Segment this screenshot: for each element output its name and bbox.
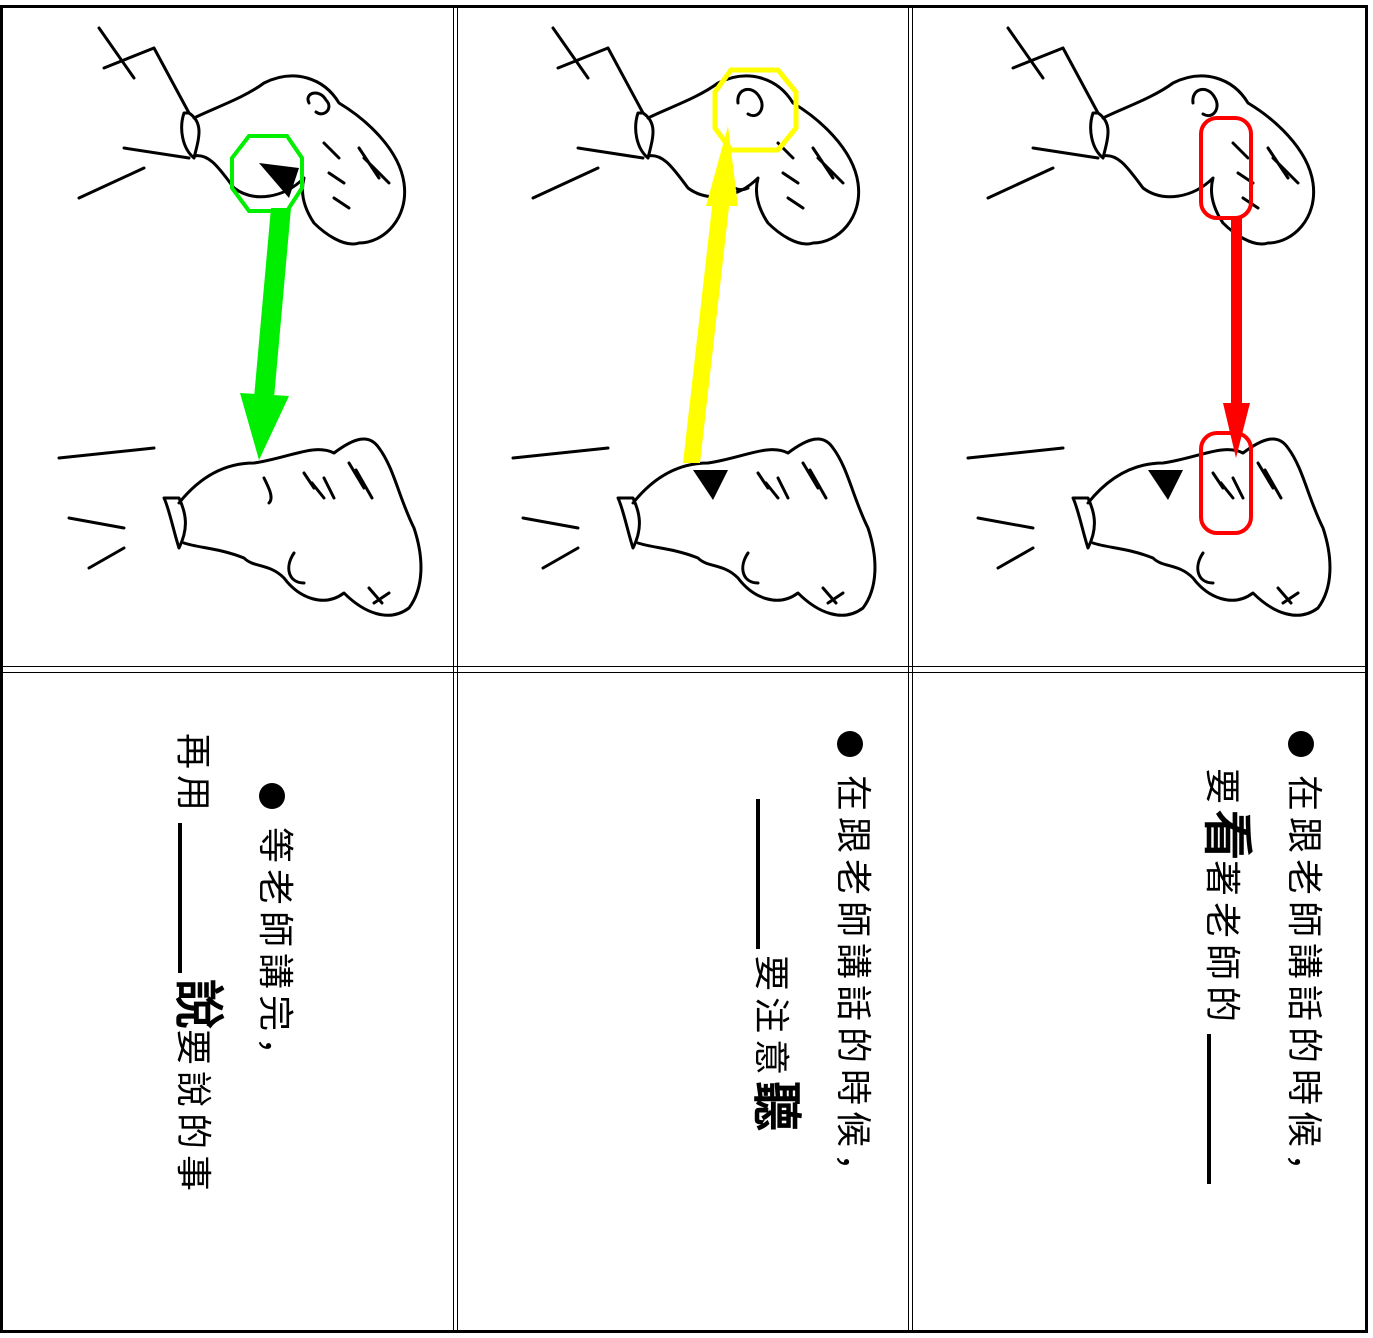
listen-line-1: 在跟老師講話的時候， bbox=[830, 731, 874, 1195]
text-panel-speak: 等老師講完， 再用說要說的事 bbox=[4, 673, 454, 1330]
row-divider bbox=[0, 666, 1368, 673]
look-illustration bbox=[966, 26, 1332, 617]
look-line-2: 要看著老師的 bbox=[1198, 768, 1257, 1190]
speak-illustration bbox=[57, 26, 423, 617]
listen-line-2: 要注意聽 bbox=[747, 793, 806, 1131]
column-divider-right bbox=[908, 5, 913, 1333]
speak-line-1: 等老師講完， bbox=[252, 783, 296, 1079]
student-figure bbox=[966, 437, 1332, 617]
emphasis-word: 說 bbox=[169, 979, 228, 1030]
listen-illustration bbox=[511, 26, 877, 617]
arrow-down bbox=[1223, 218, 1250, 458]
emphasis-word: 聽 bbox=[747, 1081, 806, 1132]
answer-blank bbox=[1207, 1034, 1231, 1185]
answer-blank bbox=[756, 799, 780, 949]
picture-panel-look bbox=[913, 8, 1365, 666]
student-figure bbox=[511, 437, 877, 617]
speak-line-2: 再用說要說的事 bbox=[169, 733, 228, 1198]
answer-blank bbox=[178, 823, 202, 974]
look-line-1: 在跟老師講話的時候， bbox=[1281, 731, 1325, 1195]
teacher-figure bbox=[531, 26, 861, 246]
bullet-icon bbox=[837, 731, 863, 757]
column-divider-left bbox=[453, 5, 458, 1333]
arrow-up bbox=[683, 126, 738, 463]
picture-panel-listen bbox=[458, 8, 909, 666]
eyes-highlight-teacher bbox=[1199, 116, 1253, 220]
bullet-icon bbox=[259, 783, 285, 809]
text-panel-look: 在跟老師講話的時候， 要看著老師的 bbox=[913, 673, 1365, 1330]
ear-highlight bbox=[712, 67, 799, 153]
table-border bbox=[0, 5, 1368, 1333]
teacher-figure bbox=[77, 26, 407, 246]
teacher-figure bbox=[986, 26, 1316, 246]
text-panel-listen: 在跟老師講話的時候， 要注意聽 bbox=[458, 673, 909, 1330]
student-figure bbox=[57, 437, 423, 617]
emphasis-word: 看 bbox=[1198, 810, 1257, 861]
picture-panel-speak bbox=[4, 8, 454, 666]
arrow-down bbox=[240, 208, 291, 460]
eyes-highlight-student bbox=[1199, 431, 1253, 535]
bullet-icon bbox=[1288, 731, 1314, 757]
